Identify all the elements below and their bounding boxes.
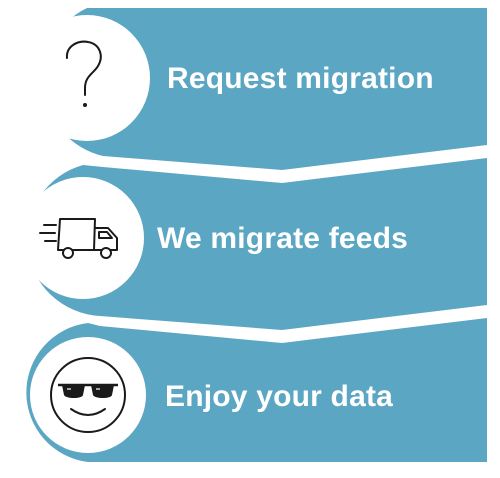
step-2-panel: [26, 158, 488, 330]
step-3-panel: [26, 318, 487, 462]
delivery-truck-icon: [39, 218, 118, 259]
step-1-label: Request migration: [167, 62, 434, 95]
step-3-label: Enjoy your data: [165, 380, 394, 413]
step-2-label: We migrate feeds: [157, 222, 409, 255]
step-2-circle: [22, 177, 144, 299]
question-mark-icon: [65, 40, 102, 107]
step-3-circle: [30, 337, 146, 453]
step-1-panel: [42, 8, 487, 170]
sunglasses-smiley-icon: [50, 357, 126, 433]
